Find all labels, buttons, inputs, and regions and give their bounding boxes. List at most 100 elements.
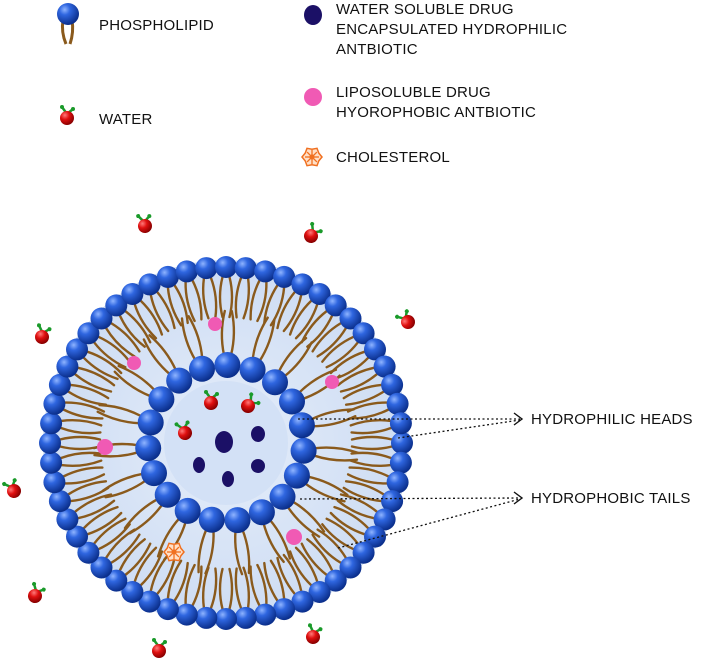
lipid-tail bbox=[73, 493, 113, 514]
oxygen-atom bbox=[138, 219, 152, 233]
phospholipid-head bbox=[386, 392, 409, 415]
hydrogen-atom bbox=[404, 309, 409, 314]
lipid-tail bbox=[73, 372, 113, 393]
hydrophobic-drug-group bbox=[97, 317, 339, 545]
phospholipid-head bbox=[175, 603, 198, 626]
lipid-tail bbox=[133, 546, 158, 583]
phospholipid-head bbox=[105, 294, 128, 317]
legend-water-label: WATER bbox=[99, 111, 153, 128]
phospholipid-head bbox=[308, 581, 331, 603]
oxygen-atom bbox=[401, 315, 415, 329]
outer-leaflet-heads bbox=[39, 256, 413, 630]
lipid-tail bbox=[118, 314, 146, 348]
water-soluble-drug-legend-icon bbox=[304, 5, 322, 25]
lipid-tail bbox=[276, 556, 297, 596]
lipid-tail bbox=[297, 368, 338, 395]
lipid-tail bbox=[339, 372, 379, 393]
phospholipid-head bbox=[156, 265, 179, 288]
lipid-tail bbox=[300, 542, 328, 577]
phospholipid-head bbox=[43, 471, 66, 494]
phospholipid-head bbox=[121, 581, 144, 603]
callout-hydrophilic-heads: HYDROPHILIC HEADS bbox=[531, 411, 693, 428]
hydrogen-atom bbox=[185, 420, 190, 425]
lipid-tail bbox=[173, 561, 189, 602]
phospholipid-head bbox=[175, 260, 198, 283]
lipid-tail bbox=[262, 521, 285, 563]
lipid-tail bbox=[350, 451, 393, 460]
lipid-tail bbox=[60, 459, 103, 468]
phospholipid-head bbox=[48, 490, 71, 513]
phospholipid-head bbox=[137, 409, 164, 436]
hydrogen-atom bbox=[215, 392, 219, 396]
lipid-tail bbox=[258, 318, 276, 363]
water-molecule bbox=[35, 323, 52, 344]
lipid-tail bbox=[268, 518, 292, 560]
phospholipid-head bbox=[138, 590, 161, 613]
phospholipid-head bbox=[381, 490, 404, 513]
phospholipid-head bbox=[166, 367, 193, 394]
lipid-tail bbox=[276, 290, 297, 330]
lipid-tail bbox=[58, 435, 102, 441]
phospholipid-legend-icon bbox=[57, 3, 79, 45]
legend-water-soluble-line-2: ENCAPSULATED HYDROPHILIC bbox=[336, 21, 568, 38]
heads-arrow-line-2 bbox=[397, 419, 521, 439]
lipid-tail bbox=[86, 511, 123, 536]
lipid-tail bbox=[117, 364, 157, 392]
phospholipid-head bbox=[269, 483, 296, 510]
phospholipid-head bbox=[324, 569, 347, 592]
cholesterol-shape bbox=[301, 147, 323, 167]
lipid-tail bbox=[288, 299, 313, 336]
lipid-tail bbox=[139, 550, 164, 587]
lipid-tail bbox=[209, 567, 218, 610]
lipid-tail bbox=[82, 356, 119, 381]
phospholipid-head bbox=[373, 355, 396, 378]
lipid-tail bbox=[191, 565, 203, 607]
phospholipid-head bbox=[56, 508, 79, 531]
oxygen-atom bbox=[204, 396, 218, 410]
lipid-tail bbox=[148, 334, 178, 372]
lipid-tail bbox=[109, 321, 141, 353]
oxygen-atom bbox=[60, 111, 74, 125]
lipid-tail bbox=[342, 383, 383, 400]
lipid-tail bbox=[187, 315, 204, 360]
phospholipid-head bbox=[386, 471, 409, 494]
phospholipid-head bbox=[352, 322, 375, 345]
lipid-tail bbox=[321, 335, 355, 363]
phospholipid-head bbox=[66, 338, 88, 361]
phospholipid-head bbox=[148, 386, 175, 413]
phospholipid-head bbox=[254, 603, 277, 626]
hydrogen-atom bbox=[47, 327, 52, 332]
lipid-tail bbox=[282, 293, 303, 333]
lipid-tail bbox=[97, 523, 131, 551]
hydrophobic-drug-molecule bbox=[97, 439, 113, 455]
water-legend-icon bbox=[60, 105, 75, 125]
phospholipid-head bbox=[56, 355, 79, 378]
lipid-tail bbox=[62, 408, 104, 420]
hydrogen-atom bbox=[395, 314, 400, 319]
phospholipid-head bbox=[352, 541, 375, 564]
phospholipid-head bbox=[283, 462, 310, 489]
phospholipid-head bbox=[389, 412, 412, 435]
phospholipid-head bbox=[381, 373, 404, 396]
lipid-tail bbox=[113, 370, 153, 398]
lipid-tail bbox=[166, 559, 183, 600]
hydrophilic-drug-molecule bbox=[222, 471, 234, 487]
lipid-tail bbox=[97, 335, 131, 363]
phospholipid-head bbox=[48, 373, 71, 396]
lipid-tail bbox=[288, 550, 313, 587]
lipid-tail bbox=[98, 403, 144, 418]
hydrophilic-drug-group bbox=[193, 426, 265, 487]
cholesterol-legend-icon bbox=[301, 147, 323, 167]
lipid-tail bbox=[142, 338, 172, 376]
phospholipid-head bbox=[40, 412, 63, 435]
water-molecule bbox=[28, 581, 46, 603]
lipid-tail bbox=[309, 408, 355, 421]
phospholipid-head bbox=[174, 497, 201, 524]
hydrophilic-drug-molecule bbox=[215, 431, 233, 453]
lipid-tail bbox=[282, 341, 313, 378]
lipid-tail bbox=[321, 523, 355, 551]
lipid-tail bbox=[59, 451, 102, 460]
phospholipid-head bbox=[391, 432, 413, 454]
oxygen-atom bbox=[178, 426, 192, 440]
phospholipid-head bbox=[262, 369, 288, 396]
